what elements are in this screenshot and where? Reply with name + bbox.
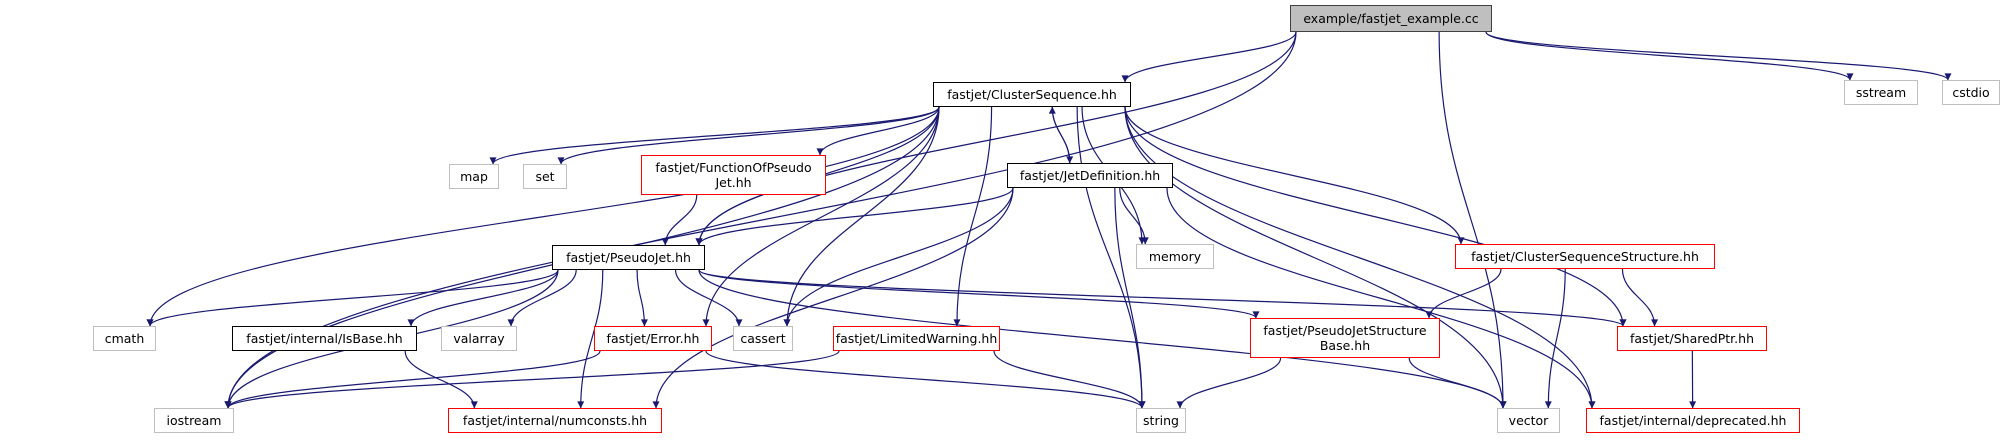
- edge-pseudojet-to-isbase: [407, 269, 559, 327]
- node-memory[interactable]: memory: [1136, 244, 1214, 269]
- edge-clusterseq-to-string: [1076, 106, 1146, 409]
- edge-pseudojet-to-numconsts: [577, 269, 604, 409]
- edge-csstruct-to-sharedptr: [1621, 268, 1659, 327]
- edge-jetdef-to-numconsts: [652, 187, 1014, 409]
- edge-pseudojet-to-error: [636, 269, 648, 327]
- node-set[interactable]: set: [523, 164, 567, 189]
- node-pseudojet-hh[interactable]: fastjet/PseudoJet.hh: [552, 245, 705, 270]
- edge-limwarn-to-string: [993, 350, 1146, 409]
- edge-funcofpj-to-pseudojet: [661, 194, 698, 246]
- edge-jetdef-to-cassert: [783, 187, 1014, 327]
- node-deprecated-hh[interactable]: fastjet/internal/deprecated.hh: [1586, 408, 1800, 433]
- edge-root-to-cstdio: [1485, 31, 1952, 81]
- edge-root-to-vector: [1438, 31, 1507, 409]
- edge-isbase-to-numconsts: [404, 350, 478, 409]
- node-valarray[interactable]: valarray: [441, 326, 517, 351]
- node-iostream[interactable]: iostream: [154, 408, 234, 433]
- node-string[interactable]: string: [1136, 408, 1186, 433]
- edge-clusterseq-to-funcofpj: [816, 106, 940, 156]
- edge-clusterseq-to-csstruct: [1124, 106, 1465, 245]
- edge-root-to-clusterseq: [1121, 31, 1297, 83]
- edge-root-to-pseudojet: [695, 31, 1297, 246]
- node-cstdio[interactable]: cstdio: [1942, 80, 2000, 105]
- edge-error-to-iostream: [224, 350, 601, 409]
- node-pseudojet-structure-base-hh[interactable]: fastjet/PseudoJetStructure Base.hh: [1250, 318, 1440, 358]
- edge-limwarn-to-iostream: [224, 350, 840, 409]
- edge-clusterseq-to-map: [489, 106, 940, 165]
- node-cluster-sequence-hh[interactable]: fastjet/ClusterSequence.hh: [933, 82, 1131, 107]
- edge-pseudojet-to-cmath: [146, 269, 559, 327]
- edge-jetdef-to-memory: [1119, 187, 1149, 245]
- edges-layer: [146, 31, 1952, 409]
- edge-clusterseq-to-cmath: [146, 106, 940, 327]
- node-cassert[interactable]: cassert: [733, 326, 793, 351]
- edge-pseudojet-to-pjsb: [698, 269, 1260, 319]
- edge-jetdef-to-string: [1114, 187, 1146, 409]
- edge-pseudojet-to-cassert: [674, 269, 743, 327]
- edge-error-to-string: [705, 350, 1146, 409]
- edge-clusterseq-to-cassert: [783, 106, 940, 327]
- node-error-hh[interactable]: fastjet/Error.hh: [594, 326, 712, 351]
- node-numconsts-hh[interactable]: fastjet/internal/numconsts.hh: [448, 408, 662, 433]
- edge-pjsb-to-vector: [1408, 357, 1507, 409]
- edge-csstruct-to-vector: [1544, 268, 1566, 409]
- edge-jetdef-to-deprecated: [1166, 187, 1596, 409]
- node-map[interactable]: map: [449, 164, 499, 189]
- node-jet-definition-hh[interactable]: fastjet/JetDefinition.hh: [1007, 163, 1173, 188]
- node-limited-warning-hh[interactable]: fastjet/LimitedWarning.hh: [833, 326, 1000, 351]
- node-shared-ptr-hh[interactable]: fastjet/SharedPtr.hh: [1617, 326, 1767, 351]
- edge-clusterseq-to-sharedptr: [1124, 106, 1627, 327]
- node-fastjet-example-cc[interactable]: example/fastjet_example.cc: [1290, 5, 1492, 32]
- edge-clusterseq-to-vector: [1124, 106, 1507, 409]
- edge-clusterseq-to-set: [557, 106, 940, 165]
- node-sstream[interactable]: sstream: [1844, 80, 1918, 105]
- edge-pseudojet-to-valarray: [507, 269, 577, 327]
- edge-clusterseq-to-deprecated: [1124, 106, 1596, 409]
- node-cmath[interactable]: cmath: [93, 326, 156, 351]
- edge-clusterseq-to-limwarn: [953, 106, 993, 327]
- edge-root-to-sstream: [1485, 31, 1854, 81]
- edge-pseudojet-to-sharedptr: [698, 269, 1627, 327]
- edge-csstruct-to-pjsb: [1425, 268, 1502, 319]
- node-cluster-sequence-structure-hh[interactable]: fastjet/ClusterSequenceStructure.hh: [1455, 244, 1715, 269]
- node-isbase-hh[interactable]: fastjet/internal/IsBase.hh: [232, 326, 417, 351]
- edge-jetdef-to-pseudojet: [695, 187, 1014, 246]
- edge-jetdef-to-clusterseq: [1048, 106, 1071, 164]
- node-function-of-pseudojet-hh[interactable]: fastjet/FunctionOfPseudo Jet.hh: [641, 155, 826, 195]
- edge-pjsb-to-string: [1176, 357, 1282, 409]
- edge-clusterseq-to-error: [702, 106, 940, 327]
- node-vector[interactable]: vector: [1497, 408, 1560, 433]
